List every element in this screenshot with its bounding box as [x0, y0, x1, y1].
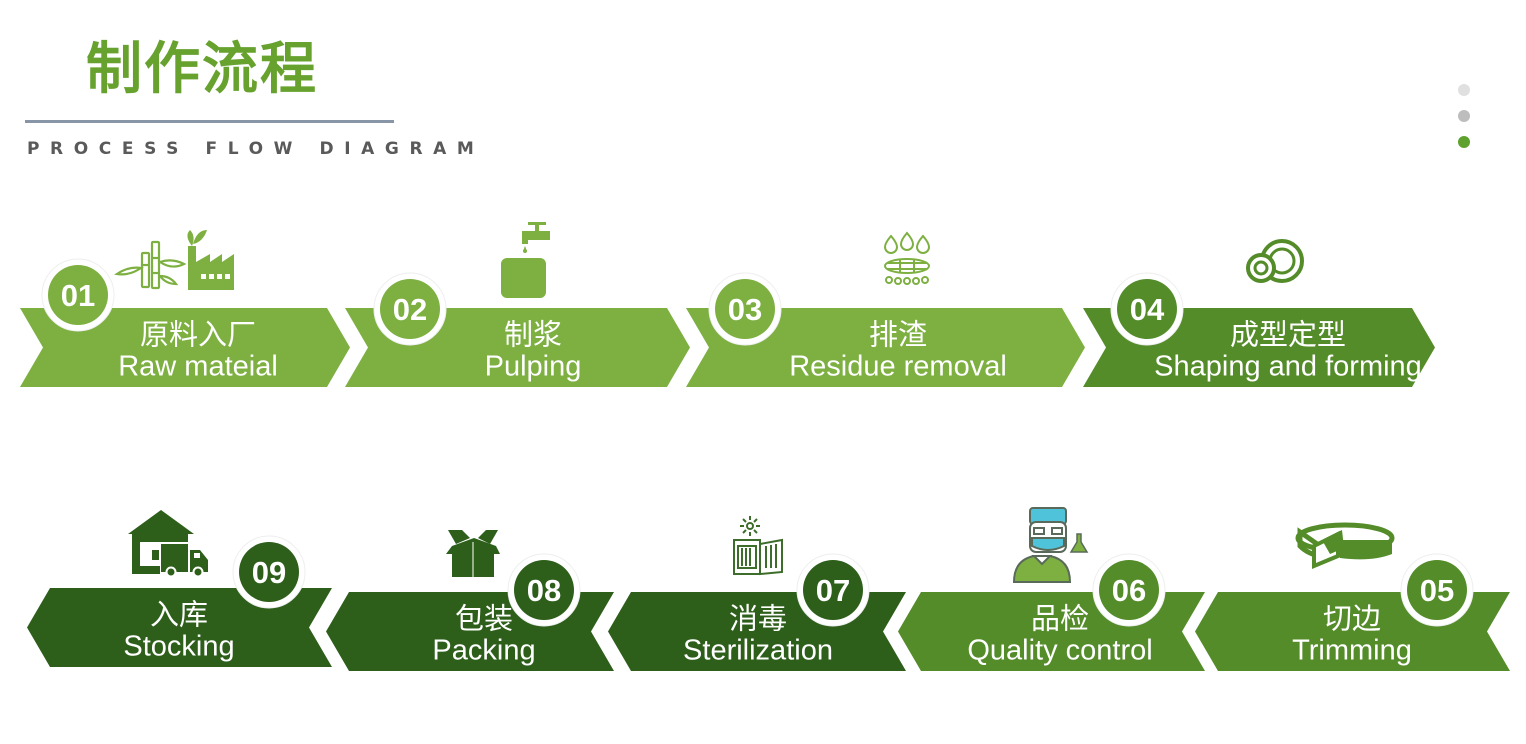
step-label-en: Quality control: [967, 635, 1152, 667]
step-label-en: Shaping and forming: [1154, 351, 1422, 383]
step-number: 03: [728, 292, 762, 327]
warehouse-truck-icon: [128, 510, 208, 578]
step-number: 01: [61, 278, 95, 313]
step-number-badge: 06: [1092, 553, 1166, 627]
step-label-cn: 包装: [455, 602, 513, 636]
step-label-cn: 消毒: [729, 602, 787, 636]
step-label-en: Residue removal: [789, 351, 1007, 383]
filter-drops-icon: [883, 231, 931, 285]
step-label-cn: 原料入厂: [140, 318, 256, 352]
step-number-badge: 05: [1400, 553, 1474, 627]
step-number: 06: [1112, 573, 1146, 608]
step-number-badge: 02: [373, 272, 447, 346]
step-label-en: Packing: [432, 635, 535, 667]
step-number: 09: [252, 555, 286, 590]
step-number-badge: 09: [232, 535, 306, 609]
step-label-cn: 成型定型: [1230, 318, 1346, 352]
step-label-en: Stocking: [123, 631, 234, 663]
step-label-cn: 排渣: [869, 318, 927, 352]
step-number: 04: [1130, 292, 1165, 327]
step-arrow-banner: [20, 308, 350, 387]
pager-dot[interactable]: [1458, 110, 1470, 122]
step-label-en: Trimming: [1292, 635, 1412, 667]
step-number: 02: [393, 292, 427, 327]
pager-dot[interactable]: [1458, 136, 1470, 148]
page-subtitle: PROCESS FLOW DIAGRAM: [27, 139, 485, 159]
step-label-en: Raw mateial: [118, 351, 278, 383]
title-divider: [25, 120, 394, 123]
step-arrow-banner: [27, 588, 332, 667]
step-label-cn: 切边: [1323, 602, 1381, 636]
step-number-badge: 01: [41, 258, 115, 332]
faucet-tank-icon: [501, 222, 550, 298]
pager-dot[interactable]: [1458, 84, 1470, 96]
step-number: 05: [1420, 573, 1454, 608]
step-label-cn: 品检: [1031, 602, 1089, 636]
sterilizer-cabinet-icon: [733, 516, 783, 576]
slide-pager: [1458, 84, 1472, 162]
page-title: 制作流程: [86, 37, 318, 102]
step-number: 07: [816, 573, 850, 608]
step-label-cn: 制浆: [504, 318, 562, 352]
step-label-en: Pulping: [485, 351, 582, 383]
bamboo-factory-icon: [114, 230, 234, 290]
step-label-cn: 入库: [150, 598, 208, 632]
open-box-icon: [446, 530, 500, 577]
step-number: 08: [527, 573, 561, 608]
step-number-badge: 04: [1110, 272, 1184, 346]
step-number-badge: 07: [796, 553, 870, 627]
inspector-icon: [1012, 507, 1089, 583]
step-number-badge: 03: [708, 272, 782, 346]
trimming-ring-icon: [1295, 522, 1395, 569]
step-label-en: Sterilization: [683, 635, 833, 667]
plates-icon: [1246, 239, 1304, 283]
step-arrow-banner: [686, 308, 1085, 387]
step-number-badge: 08: [507, 553, 581, 627]
